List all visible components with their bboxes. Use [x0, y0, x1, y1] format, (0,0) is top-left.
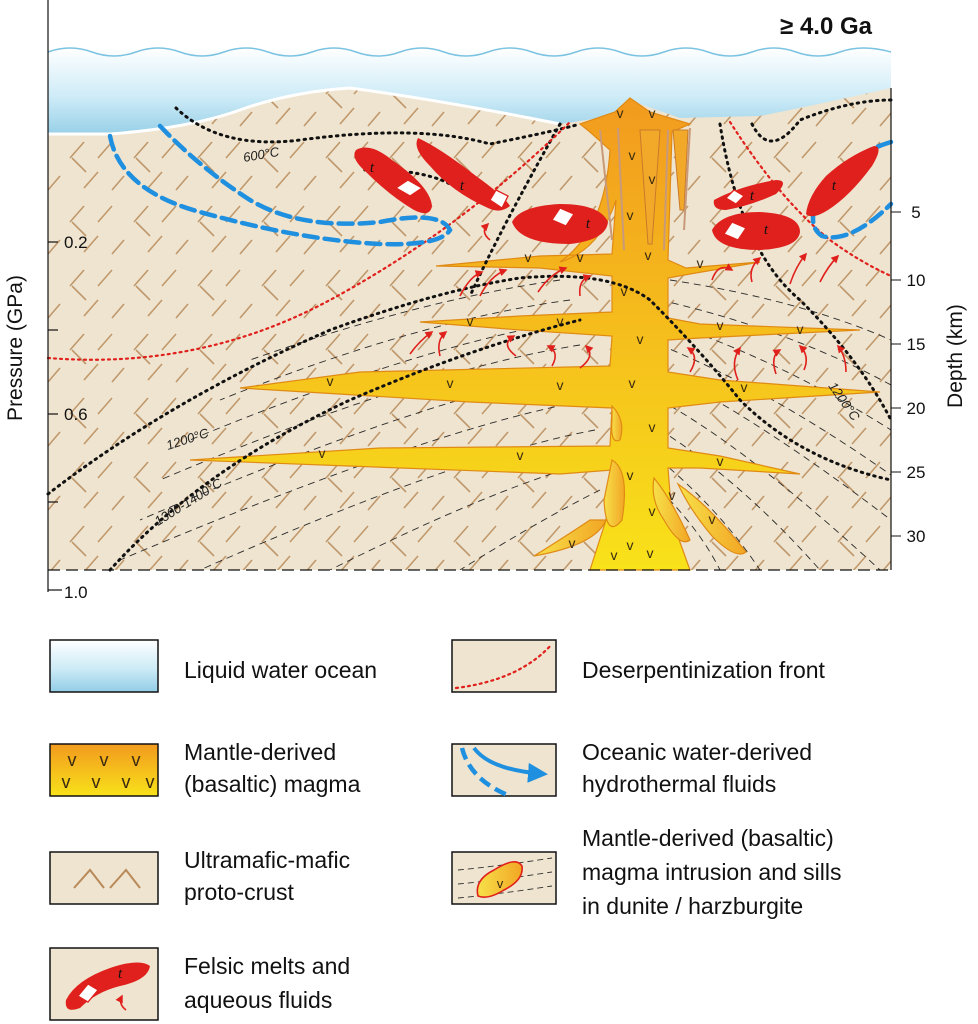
depth-tick-20: 20 [907, 399, 926, 418]
svg-text:v: v [629, 147, 636, 163]
svg-text:v: v [645, 247, 652, 263]
svg-text:v: v [122, 772, 131, 792]
svg-text:v: v [649, 105, 656, 121]
legend-label-protocrust-line1: Ultramafic-mafic [184, 847, 350, 873]
legend-swatch-felsic: t [49, 947, 159, 1021]
legend-label-ocean: Liquid water ocean [184, 657, 377, 683]
svg-text:v: v [709, 511, 716, 527]
depth-axis: 5 10 15 20 25 30 Depth (km) [48, 88, 967, 571]
svg-text:v: v [611, 547, 618, 563]
svg-text:t: t [586, 216, 591, 232]
svg-text:v: v [621, 283, 628, 299]
fluid-flow-arrows [409, 222, 847, 381]
svg-text:v: v [717, 453, 724, 469]
depth-tick-5: 5 [911, 203, 920, 222]
legend-label-hydrothermal-line2: hydrothermal fluids [582, 771, 776, 797]
pressure-tick-1.0: 1.0 [64, 583, 88, 602]
legend-swatch-hydrothermal [451, 743, 557, 799]
depth-tick-15: 15 [907, 335, 926, 354]
svg-text:v: v [649, 503, 656, 519]
svg-text:v: v [525, 249, 532, 265]
legend-label-magma-line2: (basaltic) magma [184, 771, 361, 797]
svg-text:v: v [741, 379, 748, 395]
depth-tick-10: 10 [907, 271, 926, 290]
svg-text:v: v [497, 876, 504, 891]
svg-text:v: v [627, 207, 634, 223]
svg-text:v: v [647, 545, 654, 561]
svg-text:v: v [62, 772, 71, 792]
legend-label-intrusion-line3: in dunite / harzburgite [582, 893, 803, 919]
isotherm-600-label: 600°C [242, 144, 281, 165]
svg-text:v: v [557, 377, 564, 393]
svg-text:t: t [832, 178, 837, 194]
svg-text:v: v [467, 313, 474, 329]
svg-text:v: v [569, 535, 576, 551]
svg-text:v: v [557, 313, 564, 329]
svg-text:v: v [669, 487, 676, 503]
svg-text:v: v [132, 750, 141, 770]
era-label: ≥ 4.0 Ga [780, 13, 873, 40]
pressure-tick-0.2: 0.2 [64, 233, 88, 252]
legend-label-intrusion-line1: Mantle-derived (basaltic) [582, 825, 834, 851]
svg-text:t: t [750, 188, 755, 204]
svg-text:v: v [627, 467, 634, 483]
svg-text:v: v [577, 249, 584, 265]
svg-text:v: v [627, 537, 634, 553]
pressure-tick-0.6: 0.6 [64, 405, 88, 424]
svg-text:v: v [68, 750, 77, 770]
svg-text:t: t [764, 222, 769, 238]
svg-text:v: v [146, 772, 155, 792]
legend-label-magma-line1: Mantle-derived [184, 739, 336, 765]
depth-tick-25: 25 [907, 463, 926, 482]
legend-label-felsic-line1: Felsic melts and [184, 953, 350, 979]
legend-label-hydrothermal-line1: Oceanic water-derived [582, 739, 812, 765]
felsic-melts: t t t t t t [354, 138, 879, 250]
svg-text:v: v [649, 171, 656, 187]
legend-swatch-ocean [49, 639, 159, 693]
svg-text:v: v [617, 105, 624, 121]
legend-swatch-intrusion: v [451, 851, 557, 905]
svg-text:v: v [100, 750, 109, 770]
svg-text:v: v [327, 373, 334, 389]
depth-tick-30: 30 [907, 527, 926, 546]
svg-text:v: v [92, 772, 101, 792]
legend-label-protocrust-line2: proto-crust [184, 879, 295, 905]
hydrothermal-fluids [107, 123, 894, 247]
legend-label-intrusion-line2: magma intrusion and sills [582, 859, 842, 885]
legend-label-felsic-line2: aqueous fluids [184, 987, 332, 1013]
pressure-axis-title: Pressure (GPa) [4, 275, 27, 421]
svg-text:t: t [460, 178, 465, 194]
depth-axis-title: Depth (km) [944, 304, 967, 408]
legend-swatch-deserpentinization [451, 639, 557, 693]
legend-label-deserpentinization: Deserpentinization front [582, 657, 826, 683]
svg-text:v: v [717, 317, 724, 333]
pressure-axis: 0.2 0.6 1.0 Pressure (GPa) [4, 0, 88, 602]
svg-text:v: v [517, 447, 524, 463]
legend-swatch-protocrust [49, 851, 159, 905]
svg-text:v: v [797, 321, 804, 337]
svg-text:v: v [319, 445, 326, 461]
svg-text:v: v [697, 255, 704, 271]
svg-text:v: v [447, 375, 454, 391]
svg-text:v: v [629, 375, 636, 391]
svg-text:t: t [118, 966, 123, 982]
svg-text:v: v [649, 419, 656, 435]
svg-text:t: t [370, 160, 375, 176]
svg-text:v: v [637, 331, 644, 347]
